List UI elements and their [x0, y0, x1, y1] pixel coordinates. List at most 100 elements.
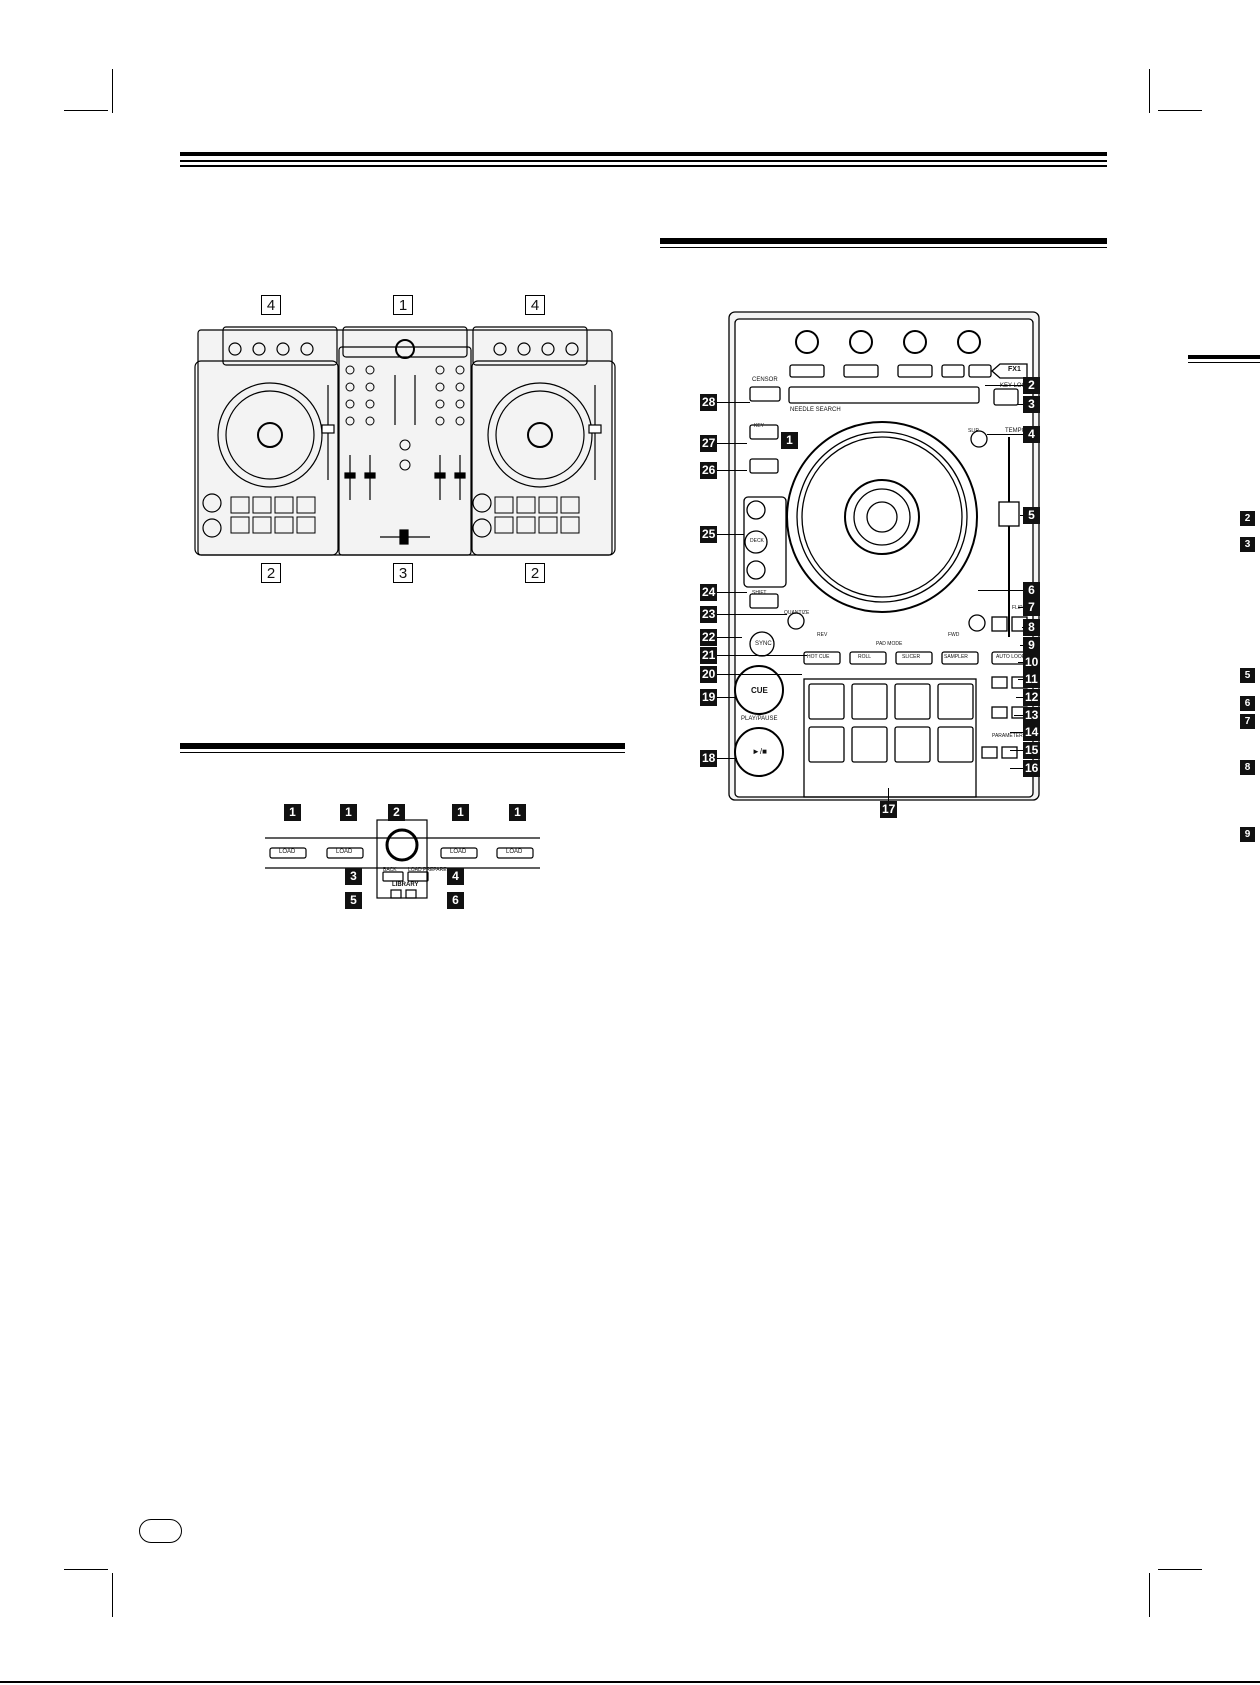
callout-load-button: 1 — [284, 804, 301, 821]
slip-label: SLIP — [968, 428, 979, 434]
callout-deck-fx: 4 — [525, 295, 545, 315]
header-rule — [180, 165, 1107, 167]
page-number-pill — [139, 1519, 182, 1543]
callout-beats-half: 11 — [1023, 671, 1040, 688]
parameter-label: PARAMETER1 — [992, 733, 1026, 739]
callout-auto-loop: 10 — [1023, 654, 1041, 671]
callout-tempo-slider: 5 — [1023, 507, 1040, 524]
callout-sync: 22 — [700, 629, 718, 646]
callout-slot: 6 — [1023, 582, 1040, 599]
crop-mark — [1149, 1573, 1150, 1617]
crop-mark — [112, 69, 113, 113]
callout-load-prepare-button: 4 — [447, 868, 464, 885]
callout-key-down: 26 — [700, 462, 718, 479]
leader-line — [717, 674, 802, 675]
play-pause-symbol: ►/■ — [752, 747, 767, 756]
margin-tab: 2 — [1240, 511, 1255, 526]
pad-mode-label: PAD MODE — [876, 641, 903, 647]
leader-line — [717, 758, 737, 759]
callout-pad-mode-sampler: 9 — [1023, 637, 1040, 654]
key-lock-label: KEY LOCK — [1000, 383, 1030, 389]
slicer-label: SLICER — [902, 654, 921, 660]
leader-line — [1010, 732, 1023, 733]
leader-line — [1018, 607, 1023, 608]
leader-line — [987, 434, 1023, 435]
callout-back-button: 3 — [345, 868, 362, 885]
callout-key-up: 27 — [700, 435, 718, 452]
callout-parameter-1: 15 — [1023, 742, 1041, 759]
leader-line — [1020, 515, 1023, 516]
roll-label: ROLL — [858, 654, 872, 660]
load-button-label: LOAD — [450, 849, 467, 855]
callout-mixer: 3 — [393, 563, 413, 583]
controller-overview-illustration — [194, 326, 616, 556]
tempo-label: TEMPO — [1005, 428, 1027, 434]
leader-line — [1010, 768, 1023, 769]
leader-line — [1016, 697, 1023, 698]
margin-tab: 5 — [1240, 668, 1255, 683]
leader-line — [717, 614, 787, 615]
header-rule — [180, 152, 1107, 156]
fwd-label: FWD — [948, 632, 960, 638]
leader-line — [985, 385, 1023, 386]
callout-censor: 28 — [700, 394, 718, 411]
crop-mark — [112, 1573, 113, 1617]
load-button-label: LOAD — [279, 849, 296, 855]
censor-label: CENSOR — [752, 377, 778, 383]
needle-search-label: NEEDLE SEARCH — [790, 407, 841, 413]
margin-tab: 6 — [1240, 696, 1255, 711]
leader-line — [717, 697, 737, 698]
leader-line — [1018, 679, 1023, 680]
callout-pad-mode-hot-cue: 21 — [700, 647, 718, 664]
crop-mark — [1158, 110, 1202, 111]
callout-slip-vinyl: 4 — [1023, 426, 1040, 443]
callout-browser: 1 — [393, 295, 413, 315]
section-rule — [660, 247, 1107, 248]
fx1-label: FX1 — [1008, 366, 1021, 373]
leader-line — [717, 655, 807, 656]
callout-deck-select: 25 — [700, 526, 718, 543]
callout-jog-wheel: 1 — [781, 432, 798, 449]
leader-line — [717, 637, 742, 638]
leader-line — [717, 592, 747, 593]
callout-quantize: 23 — [700, 606, 718, 623]
rev-label: REV — [817, 632, 828, 638]
margin-tab-rule — [1188, 355, 1260, 359]
flip-label: FLIP — [1012, 605, 1023, 611]
callout-cue: 19 — [700, 689, 718, 706]
leader-line — [1020, 645, 1023, 646]
margin-tab: 8 — [1240, 760, 1255, 775]
margin-tab: 9 — [1240, 827, 1255, 842]
sampler-label: SAMPLER — [944, 654, 968, 660]
back-label: BACK — [383, 867, 397, 873]
callout-play-pause: 18 — [700, 750, 718, 767]
leader-line — [1018, 662, 1023, 663]
library-label: LIBRARY — [392, 882, 419, 888]
callout-needle-search: 2 — [1023, 377, 1040, 394]
callout-rotary-selector: 2 — [388, 804, 405, 821]
callout-rec: 7 — [1023, 599, 1040, 616]
callout-loop-in: 13 — [1023, 707, 1041, 724]
leader-line — [717, 534, 744, 535]
section-rule — [180, 752, 625, 753]
leader-line — [1014, 715, 1023, 716]
crop-mark — [1158, 1569, 1202, 1570]
callout-shift: 24 — [700, 584, 718, 601]
shift-label: SHIFT — [752, 590, 767, 596]
callout-load-button: 1 — [452, 804, 469, 821]
callout-key-lock: 3 — [1023, 396, 1040, 413]
callout-deck-fx: 4 — [261, 295, 281, 315]
callout-parameter-2: 16 — [1023, 760, 1041, 777]
section-rule — [660, 238, 1107, 244]
callout-load-button: 1 — [340, 804, 357, 821]
leader-line — [978, 590, 1023, 591]
bottom-edge-rule — [0, 1681, 1260, 1683]
crop-mark — [64, 110, 108, 111]
callout-library-a: 5 — [345, 892, 362, 909]
margin-tab: 7 — [1240, 714, 1255, 729]
callout-loop-out: 14 — [1023, 724, 1041, 741]
leader-line — [717, 443, 747, 444]
crop-mark — [1149, 69, 1150, 113]
callout-performance-pads: 17 — [880, 801, 898, 818]
callout-beats-double: 12 — [1023, 689, 1041, 706]
